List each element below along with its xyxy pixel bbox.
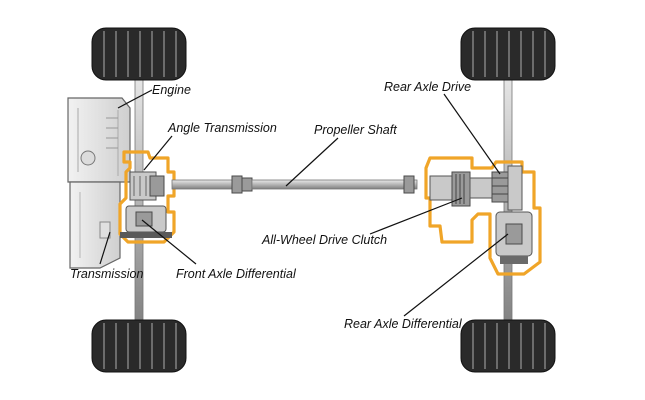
angle-transmission-gear [129,171,165,201]
rear-axle-drive-gear [491,165,523,211]
rear-axle-differential-gear [495,211,533,264]
front-axle-differential-gear [120,205,172,238]
label-all-wheel-drive-clutch: All-Wheel Drive Clutch [261,233,387,247]
front-right-tire [91,319,187,373]
front-left-tire [91,27,187,81]
label-engine: Engine [152,83,191,97]
propeller-shaft-leader [285,137,339,187]
label-front-axle-differential: Front Axle Differential [176,267,297,281]
rear-left-tire [460,27,556,81]
front-housing-outline [118,150,176,244]
all-wheel-drive-clutch-leader [369,197,463,235]
label-angle-transmission: Angle Transmission [167,121,277,135]
label-rear-axle-differential: Rear Axle Differential [344,317,463,331]
angle-transmission-leader [143,135,173,171]
engine-block [67,97,131,183]
rear-axle-differential-leader [403,233,509,317]
transmission-leader [99,231,111,265]
rear-right-tire [460,319,556,373]
transmission-block [69,181,121,269]
label-propeller-shaft: Propeller Shaft [314,123,397,137]
rear-axle-drive-leader [443,93,501,175]
all-wheel-drive-clutch-unit [429,171,493,207]
front-axle-differential-leader [141,219,197,265]
rear-housing-outline [424,156,542,276]
propeller-shaft [171,175,418,194]
engine-leader [117,89,153,109]
label-transmission: Transmission [70,267,143,281]
label-rear-axle-drive: Rear Axle Drive [384,80,471,94]
